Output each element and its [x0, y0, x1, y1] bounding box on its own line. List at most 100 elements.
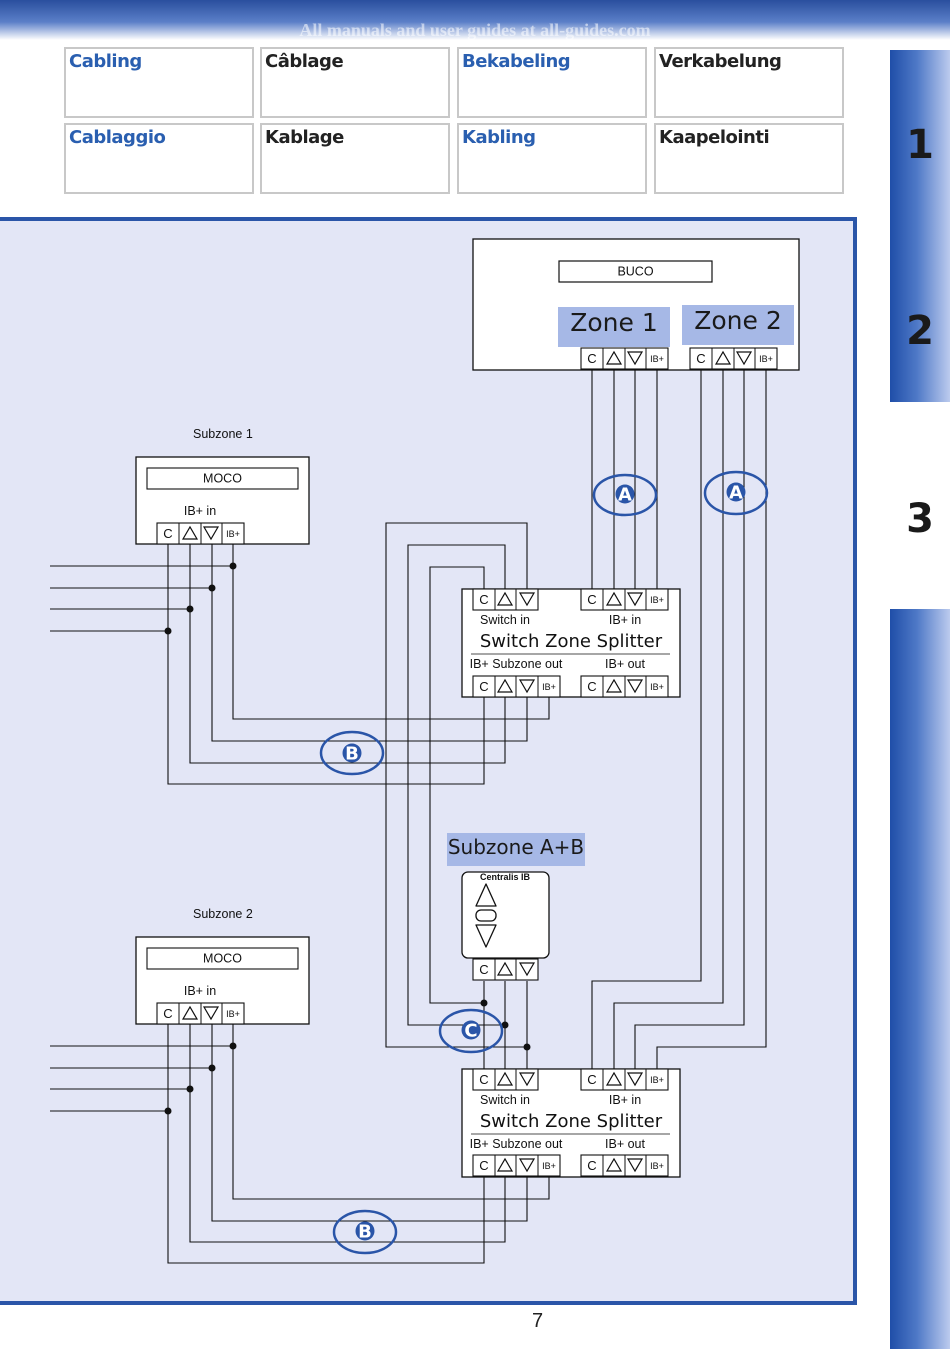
language-label: Kabling [462, 127, 536, 148]
badge-a-zone-2: A [703, 470, 769, 516]
splitter-2-switch-in-block: C [472, 1068, 539, 1091]
badge-b-subzone-2: B [332, 1209, 398, 1255]
subzone-2-label: Subzone 2 [193, 907, 253, 921]
splitter-2-subzone-out-block: C IB+ [472, 1154, 561, 1177]
terminal-c: C [587, 592, 596, 607]
zone-1-terminal-block: C IB+ [580, 347, 669, 370]
terminal-c: C [587, 679, 596, 694]
terminal-c: C [587, 351, 596, 366]
terminal-ib: IB+ [542, 682, 556, 692]
buco-label: BUCO [617, 265, 653, 279]
wires [50, 369, 767, 1264]
chapter-tab-blue[interactable] [890, 50, 950, 402]
terminal-c: C [587, 1158, 596, 1173]
badge-b-subzone-1: B [319, 730, 385, 776]
terminal-c: C [479, 1158, 488, 1173]
language-cell-cablage: Câblage [260, 47, 450, 118]
centralis-terminal-block: C [472, 958, 539, 981]
badge-b-label: B [358, 1222, 372, 1243]
terminal-ib: IB+ [759, 354, 773, 364]
moco-1-label: MOCO [203, 472, 242, 486]
badge-b-label: B [345, 744, 359, 765]
terminal-ib: IB+ [650, 1075, 664, 1085]
diagram-panel [0, 217, 857, 1305]
centralis-box [461, 871, 550, 959]
language-cell-cabling: Cabling [64, 47, 254, 118]
junction-dots [164, 562, 531, 1115]
chapter-tab-2[interactable]: 2 [906, 308, 934, 354]
language-label: Kaapelointi [659, 127, 770, 148]
splitter-1-title: Switch Zone Splitter [480, 631, 663, 652]
language-cell-bekabeling: Bekabeling [457, 47, 647, 118]
top-banner [0, 0, 950, 40]
chapter-tab-blue[interactable] [890, 609, 950, 1349]
subzone-1-label: Subzone 1 [193, 427, 253, 441]
terminal-c: C [479, 679, 488, 694]
language-cell-verkabelung: Verkabelung [654, 47, 844, 118]
centralis-label: Centralis IB [480, 872, 531, 882]
language-cell-kablage: Kablage [260, 123, 450, 194]
terminal-c: C [479, 1072, 488, 1087]
splitter-2-ib-out-block: C IB+ [580, 1154, 669, 1177]
moco-2-ib-in-label: IB+ in [184, 984, 216, 998]
language-cell-cablaggio: Cablaggio [64, 123, 254, 194]
splitter-1-switch-in-label: Switch in [480, 613, 530, 627]
splitter-1-switch-in-block: C [472, 588, 539, 611]
centralis-stop-icon [475, 909, 497, 922]
zone-1-badge [558, 307, 670, 347]
chapter-tab-1[interactable]: 1 [906, 122, 934, 168]
zone-1-label: Zone 1 [570, 308, 658, 337]
terminal-ib: IB+ [650, 595, 664, 605]
badge-c-centralis: C [438, 1008, 504, 1054]
chapter-tab-3[interactable]: 3 [906, 496, 934, 542]
splitter-1-subzone-out-block: C IB+ [472, 675, 561, 698]
language-cell-kabling: Kabling [457, 123, 647, 194]
badge-a-label: A [618, 485, 632, 506]
splitter-2-title: Switch Zone Splitter [480, 1111, 663, 1132]
language-label: Kablage [265, 127, 344, 148]
splitter-1-ib-out-label: IB+ out [605, 657, 645, 671]
moco-1-terminal-block: C IB+ [156, 522, 245, 545]
badge-c-label: C [464, 1021, 477, 1042]
subzone-ab-badge [447, 833, 585, 866]
splitter-2-ib-in-label: IB+ in [609, 1093, 641, 1107]
centralis-down-icon [475, 924, 497, 948]
terminal-ib: IB+ [542, 1161, 556, 1171]
terminal-ib: IB+ [650, 682, 664, 692]
moco-2-terminal-block: C IB+ [156, 1002, 245, 1025]
splitter-2-switch-in-label: Switch in [480, 1093, 530, 1107]
chapter-tab-active[interactable] [890, 402, 950, 609]
terminal-ib: IB+ [226, 529, 240, 539]
terminal-c: C [163, 526, 172, 541]
splitter-2-ib-in-block: C IB+ [580, 1068, 669, 1091]
page-number: 7 [531, 1310, 544, 1332]
terminal-ib: IB+ [226, 1009, 240, 1019]
badge-a-label: A [729, 483, 743, 504]
splitter-2-ib-out-label: IB+ out [605, 1137, 645, 1151]
splitter-1-ib-in-label: IB+ in [609, 613, 641, 627]
buco-label-box [558, 260, 713, 283]
zone-2-label: Zone 2 [694, 306, 782, 335]
moco-1-ib-in-label: IB+ in [184, 504, 216, 518]
language-label: Cabling [69, 51, 142, 72]
terminal-ib: IB+ [650, 354, 664, 364]
terminal-c: C [163, 1006, 172, 1021]
language-label: Verkabelung [659, 51, 782, 72]
splitter-1-subzone-out-label: IB+ Subzone out [470, 657, 563, 671]
zone-2-terminal-block: C IB+ [689, 347, 778, 370]
terminal-c: C [479, 592, 488, 607]
terminal-c: C [696, 351, 705, 366]
terminal-c: C [587, 1072, 596, 1087]
splitter-1-ib-in-block: C IB+ [580, 588, 669, 611]
moco-2-label: MOCO [203, 952, 242, 966]
language-label: Bekabeling [462, 51, 571, 72]
centralis-up-icon [475, 883, 497, 907]
watermark: All manuals and user guides at all-guide… [299, 20, 651, 40]
terminal-ib: IB+ [650, 1161, 664, 1171]
language-cell-kaapelointi: Kaapelointi [654, 123, 844, 194]
badge-a-zone-1: A [592, 473, 658, 517]
zone-2-badge [682, 305, 794, 345]
subzone-ab-label: Subzone A+B [448, 835, 584, 859]
terminal-c: C [479, 962, 488, 977]
